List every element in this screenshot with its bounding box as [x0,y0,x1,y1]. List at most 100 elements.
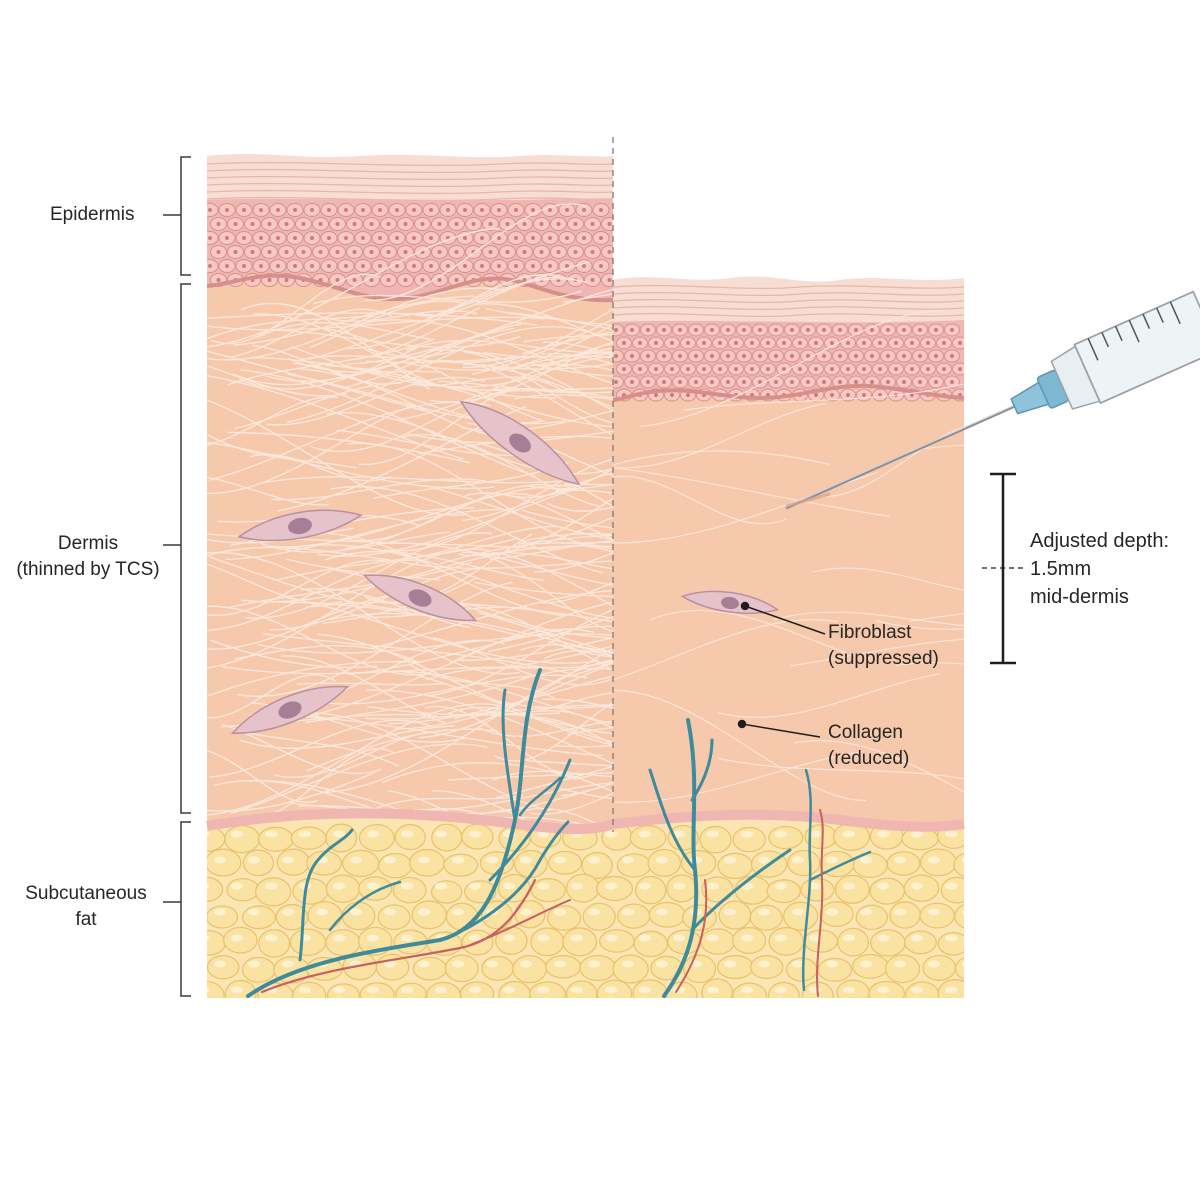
basement-membrane-left [207,273,613,303]
cell-nucleus [378,208,382,212]
cell-nucleus [686,367,690,371]
cell-nucleus [454,222,459,226]
cell-nucleus [926,367,930,371]
cell-nucleus [208,264,212,268]
cell-nucleus [446,208,450,212]
cell-nucleus [607,278,612,282]
fat-cell [307,900,343,930]
cell-nucleus [862,393,866,397]
cell-nucleus [361,264,365,268]
collagen-fiber [554,744,613,748]
cell-nucleus [622,367,626,371]
collagen-fiber [555,786,613,800]
collagen-fiber [372,589,613,649]
cell-nucleus [790,328,794,332]
cell-nucleus [242,264,246,268]
cell-nucleus [894,341,898,345]
depth-callout-line3: mid-dermis [1030,586,1129,608]
fat-cell [289,928,327,956]
collagen-fiber [245,732,399,767]
collagen-callout-line1: Collagen [828,722,903,743]
syringe-icon [785,290,1200,510]
collagen-fiber [400,669,613,743]
cell-nucleus [548,264,552,268]
fat-cell-highlight [367,934,379,942]
fat-cell-highlight [333,934,345,942]
fat-cell [834,874,870,904]
fat-cell [599,929,635,953]
collagen-fiber [322,577,477,625]
collagen-fiber [503,467,613,498]
cell-nucleus [822,354,826,358]
collagen-fiber [560,782,613,797]
cell-nucleus [646,354,650,358]
cell-nucleus [918,354,922,358]
cell-nucleus [710,328,714,332]
fat-cell-highlight [350,856,362,864]
collagen-fiber [207,563,343,604]
cell-nucleus [216,222,221,226]
fat-cell-highlight [945,830,957,838]
fat-cell-highlight [282,960,294,968]
fat-cell-highlight [265,882,277,890]
fat-cell-highlight [894,908,906,916]
cell-nucleus [766,367,770,371]
collagen-fiber [794,740,964,793]
fat-cell-highlight [792,856,804,864]
fat-cell-highlight [775,882,787,890]
cell-nucleus [335,278,340,282]
collagen-fiber [266,376,485,426]
cell-nucleus [259,236,263,240]
fat-cell-highlight [571,934,583,942]
cell-nucleus [573,250,578,254]
cell-nucleus [918,328,922,332]
collagen-fiber [448,706,613,746]
fat-cell [919,902,956,929]
cell-nucleus [806,328,810,332]
collagen-fiber [401,560,613,570]
cell-nucleus [838,328,842,332]
cell-nucleus [654,393,658,397]
cell-nucleus [742,354,746,358]
cell-nucleus [710,354,714,358]
collagen-fiber [234,382,402,430]
cell-nucleus [301,250,306,254]
cell-nucleus [638,367,642,371]
fat-cell-highlight [207,987,209,993]
blood-vessel-icon [246,668,872,998]
collagen-fiber [567,660,613,678]
cell-nucleus [734,367,738,371]
fat-cell-highlight [367,882,379,890]
cell-nucleus [686,341,690,345]
cell-nucleus [902,354,906,358]
collagen-fiber [227,338,436,386]
fat-cell-highlight [877,934,889,942]
cell-nucleus [622,341,626,345]
fat-cell-highlight [214,908,226,916]
collagen-fiber [543,516,613,545]
cell-nucleus [488,250,493,254]
fat-cell-highlight [333,882,345,890]
fat-cell-highlight [418,908,430,916]
collagen-fiber [317,633,511,708]
cell-nucleus [565,264,569,268]
collagen-fiber [285,544,613,620]
collagen-fiber [555,489,613,494]
fat-cell [459,981,495,998]
cell-nucleus [403,278,408,282]
fat-cell-highlight [639,882,651,890]
cell-nucleus [225,208,229,212]
cell-nucleus [790,380,794,384]
fat-cell [276,848,311,876]
fat-cell [547,850,583,875]
collagen-fiber [567,726,613,735]
cell-nucleus [599,208,603,212]
collagen-fiber [463,351,613,424]
cell-nucleus [429,208,433,212]
cell-nucleus [798,367,802,371]
collagen-fiber [875,620,964,630]
collagen-fiber [474,303,613,342]
cell-nucleus [412,264,416,268]
fat-cell-highlight [469,830,481,838]
collagen-fiber [538,363,613,371]
